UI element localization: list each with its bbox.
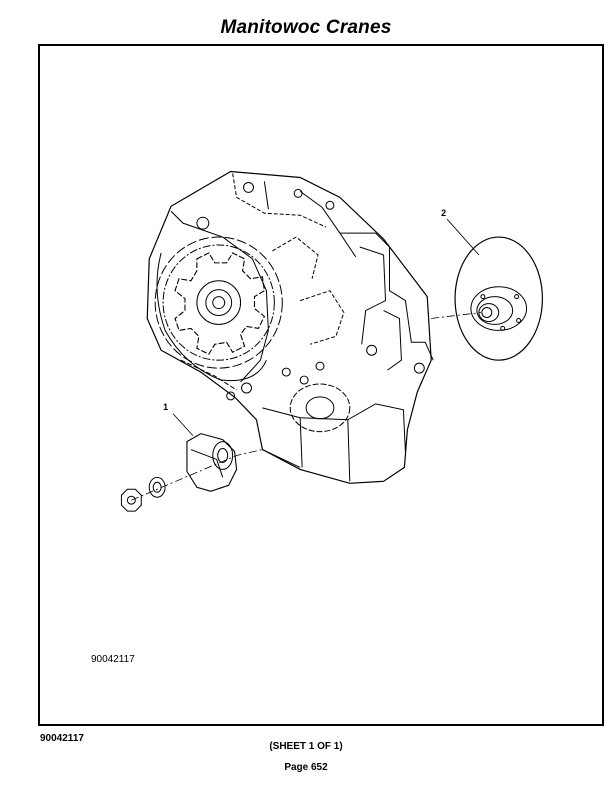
drawing-frame: 1 2 90042117	[38, 44, 604, 726]
footer-drawing-number: 90042117	[40, 733, 84, 744]
callout-2: 2	[441, 208, 446, 218]
transmission-exploded-view: 1 2	[120, 170, 544, 512]
document-title: Manitowoc Cranes	[220, 17, 392, 38]
frame-drawing-number: 90042117	[91, 654, 135, 665]
callout-1: 1	[163, 402, 168, 412]
sheet-label: (SHEET 1 OF 1)	[269, 741, 343, 752]
page-number: Page 652	[284, 762, 328, 773]
